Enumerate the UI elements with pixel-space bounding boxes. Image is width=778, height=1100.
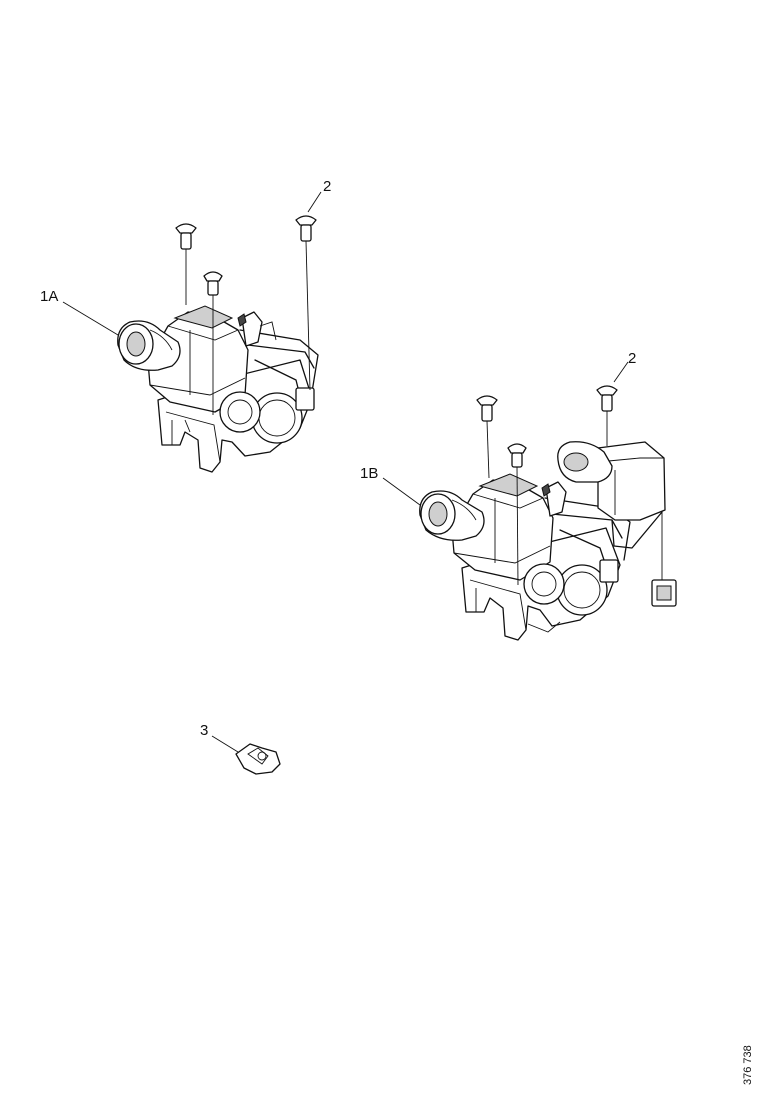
callout-label-2-upper: 2 xyxy=(323,178,331,195)
gear-selector-assembly-1a xyxy=(62,191,322,473)
push-rivet-1a-rear xyxy=(295,215,317,391)
bracket-part-3 xyxy=(211,735,281,775)
push-rivet-1b-left xyxy=(476,395,498,479)
callout-label-1a: 1A xyxy=(40,288,58,305)
callout-label-1b: 1B xyxy=(360,465,378,482)
push-rivet-1a-left xyxy=(175,223,197,305)
callout-label-2-lower: 2 xyxy=(628,350,636,367)
document-reference-number: 376 738 xyxy=(742,1045,754,1085)
callout-label-3: 3 xyxy=(200,722,208,739)
push-rivet-1a-right xyxy=(203,271,223,415)
gear-selector-assembly-1b xyxy=(382,361,677,641)
push-rivet-1b-right xyxy=(507,443,527,586)
push-rivet-1b-rear xyxy=(596,385,618,446)
